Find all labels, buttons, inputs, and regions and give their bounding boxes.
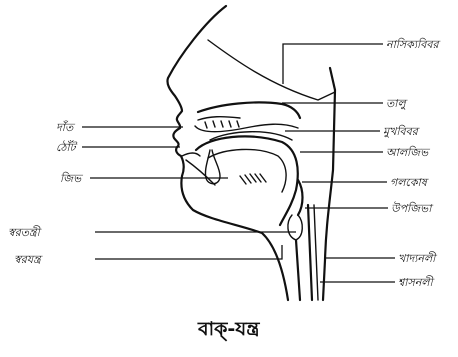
upper-gum — [195, 124, 298, 131]
label-epiglottis: উপজিভা — [391, 201, 434, 215]
palate-outline — [198, 102, 300, 118]
label-lips: ঠোঁট — [56, 140, 78, 154]
epiglottis-shape — [298, 180, 303, 215]
label-wind-pipe: শ্বাসনলী — [398, 275, 435, 289]
lower-teeth-hatch — [240, 174, 266, 184]
nasal-roof — [208, 40, 335, 100]
windpipe-back — [308, 205, 312, 300]
upper-teeth — [198, 117, 240, 128]
pointer-glottis — [95, 245, 282, 259]
label-teeth: দাঁত — [56, 120, 76, 134]
lower-jaw — [182, 153, 215, 185]
label-palate: তালু — [386, 97, 408, 111]
foodpipe-front — [314, 205, 318, 300]
label-glottis: স্বরযন্ত্র — [14, 253, 43, 266]
label-vocal-cords: স্বরতন্ত্রী — [8, 225, 43, 239]
label-oral-cavity: মুখবিবর — [383, 124, 420, 139]
larynx-outline — [288, 215, 302, 240]
label-tongue: জিভ — [60, 171, 84, 185]
label-pharynx: গলকোষ — [390, 176, 429, 189]
diagram-title: বাক্‌-যন্ত্র — [197, 318, 260, 342]
label-nasal-cavity: নাসিক্যবিবর — [386, 37, 440, 51]
windpipe-front — [296, 240, 300, 300]
label-uvula: আলজিভ — [386, 145, 431, 159]
label-food-pipe: খাদ্যনলী — [398, 251, 438, 265]
